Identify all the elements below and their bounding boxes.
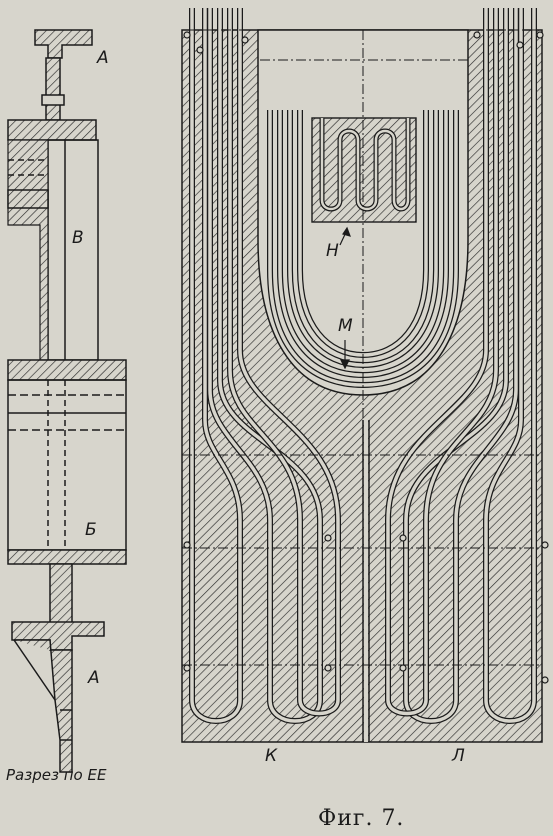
- label-b-low: Б: [85, 520, 97, 540]
- label-k: К: [265, 746, 278, 766]
- label-l: Л: [452, 746, 465, 766]
- label-m: М: [338, 316, 353, 336]
- heating-plate: [181, 8, 549, 743]
- section-caption: Разрез по ЕЕ: [6, 766, 107, 784]
- figure-caption: Фиг. 7.: [318, 806, 405, 831]
- label-a-bottom: А: [88, 668, 100, 688]
- label-h: Н: [326, 241, 339, 261]
- label-a-top: А: [97, 48, 109, 68]
- label-b-mid: В: [72, 228, 84, 248]
- section-view: [7, 29, 127, 773]
